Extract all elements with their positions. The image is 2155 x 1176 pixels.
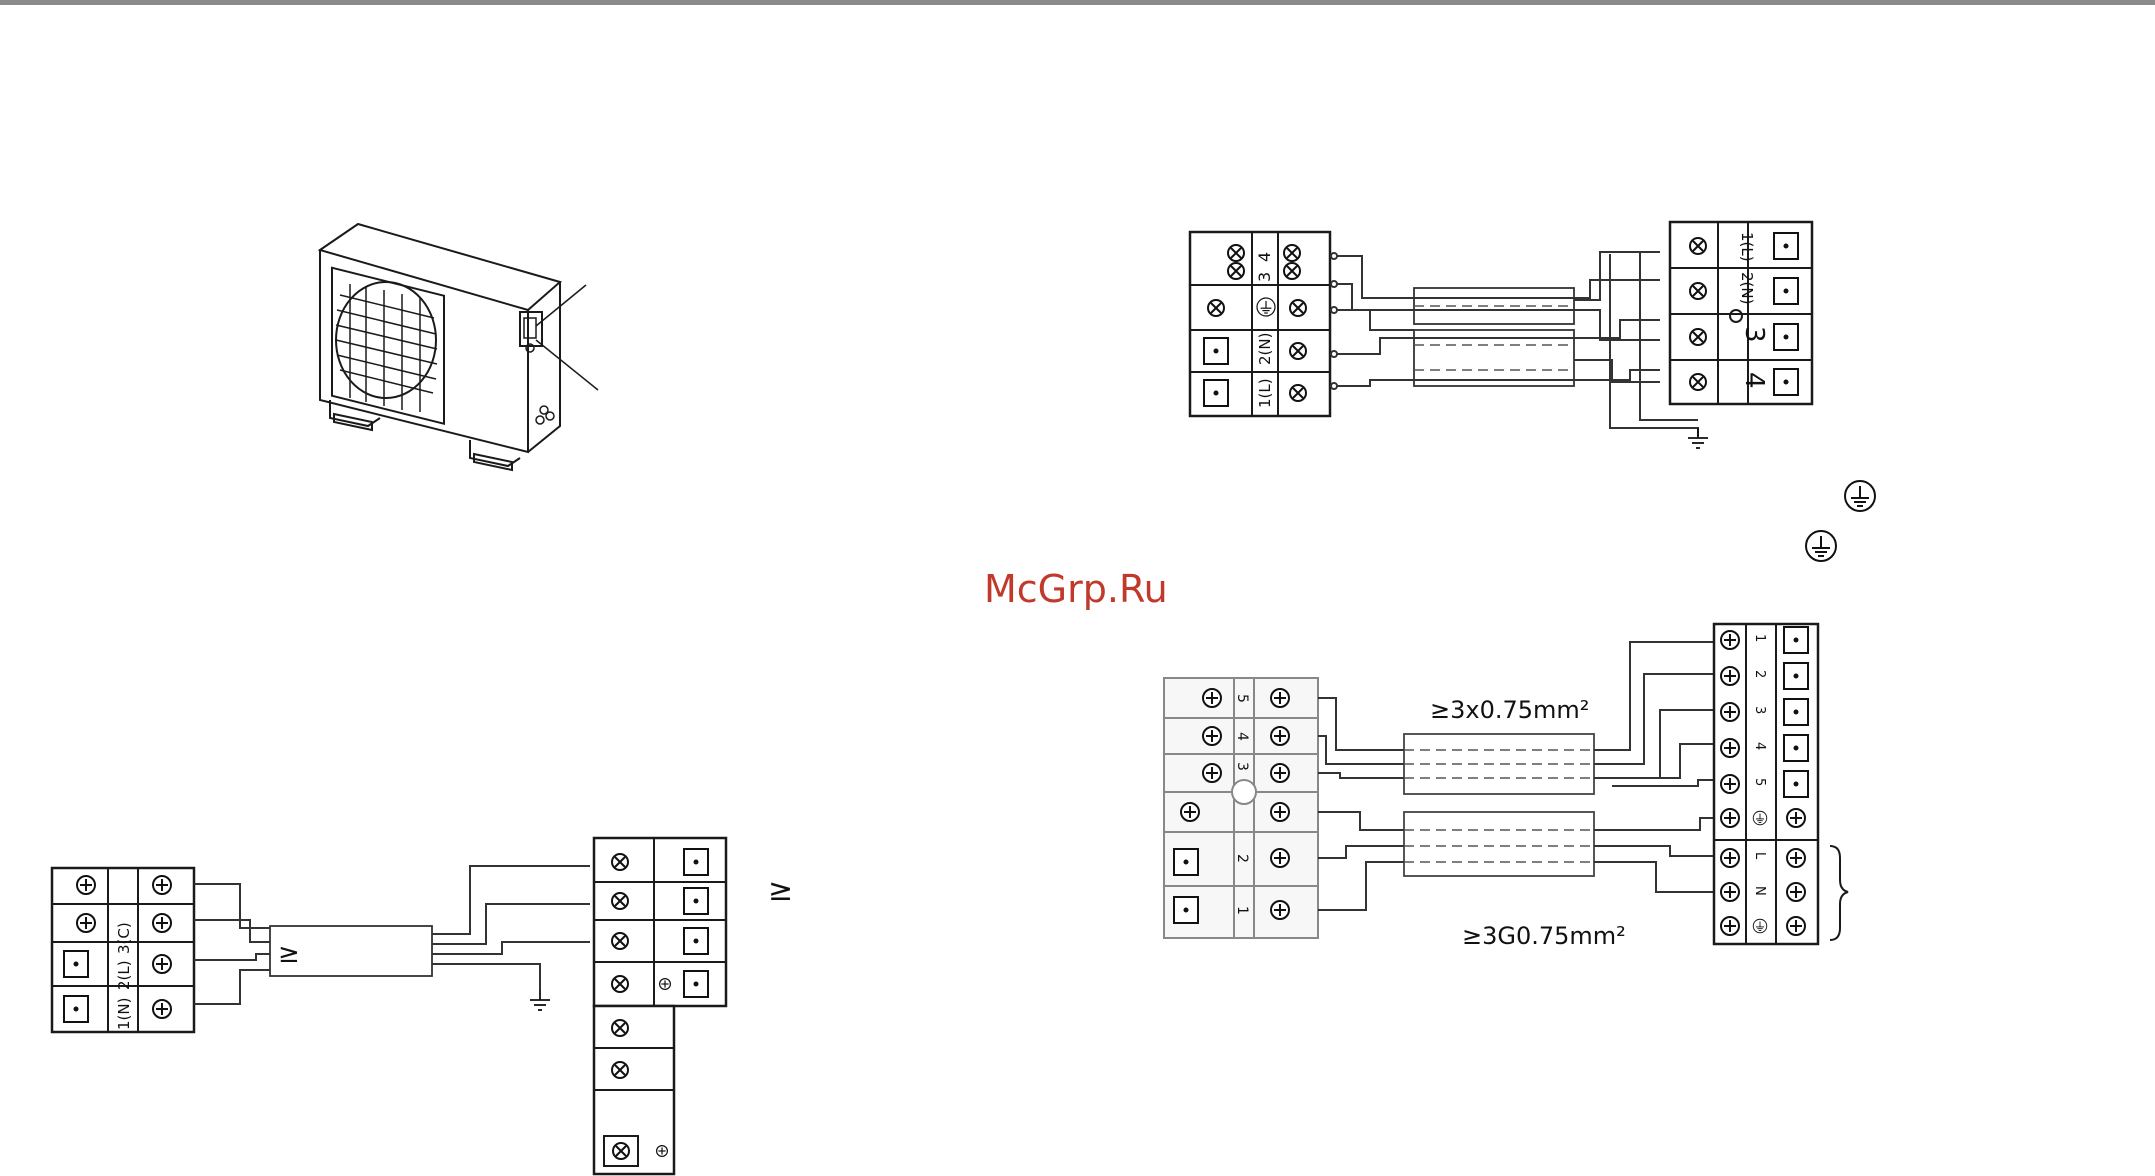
- br-right-l: L: [1752, 852, 1767, 860]
- top-rule: [0, 0, 2155, 5]
- bl-label-3c: 3(C): [115, 922, 133, 954]
- bottom-right-wiring-diagram: 5 4 3 2 1 ≥3x0.75mm² ≥3G0.75mm²: [1163, 622, 1849, 950]
- br-right-5: 5: [1752, 778, 1767, 786]
- br-right-2: 2: [1752, 670, 1767, 678]
- tr-left-label-3: 3: [1255, 272, 1274, 282]
- tr-right-label-2n: 2(N): [1738, 272, 1756, 304]
- bl-label-2l: 2(L): [115, 960, 133, 990]
- tr-right-label-3: 3: [1739, 326, 1769, 343]
- br-cable-lower: ≥3G0.75mm²: [1462, 922, 1626, 950]
- br-right-3: 3: [1752, 706, 1767, 714]
- br-cable-upper: ≥3x0.75mm²: [1430, 696, 1589, 724]
- br-right-4: 4: [1752, 742, 1767, 750]
- br-left-1: 1: [1234, 906, 1250, 915]
- br-right-1: 1: [1752, 634, 1767, 642]
- tr-left-label-2n: 2(N): [1256, 333, 1274, 365]
- tr-right-label-1l: 1(L): [1738, 232, 1756, 262]
- br-left-3: 3: [1234, 762, 1250, 771]
- outdoor-unit-icon: [317, 222, 599, 472]
- brace-icon: [1829, 845, 1849, 941]
- br-left-2: 2: [1234, 854, 1250, 863]
- tr-left-label-4: 4: [1255, 252, 1274, 262]
- ground-symbol-icon: [1844, 480, 1876, 512]
- watermark: McGrp.Ru: [984, 567, 1168, 611]
- bl-label-1n: 1(N): [115, 998, 133, 1030]
- tr-right-label-4: 4: [1739, 372, 1769, 389]
- tr-left-label-1l: 1(L): [1256, 378, 1274, 408]
- br-left-4: 4: [1234, 732, 1250, 741]
- top-right-wiring-diagram: 4 3 2(N) 1(L): [1188, 220, 1814, 449]
- bottom-left-wiring-diagram: 3(C) 2(L) 1(N) ≥: [50, 836, 728, 1176]
- bl-cable-ge: ≥: [278, 939, 300, 969]
- bl-right-ge: ≥: [768, 873, 793, 908]
- br-right-n: N: [1752, 886, 1767, 896]
- ground-symbol-icon: [1805, 530, 1837, 562]
- br-left-5: 5: [1234, 694, 1250, 703]
